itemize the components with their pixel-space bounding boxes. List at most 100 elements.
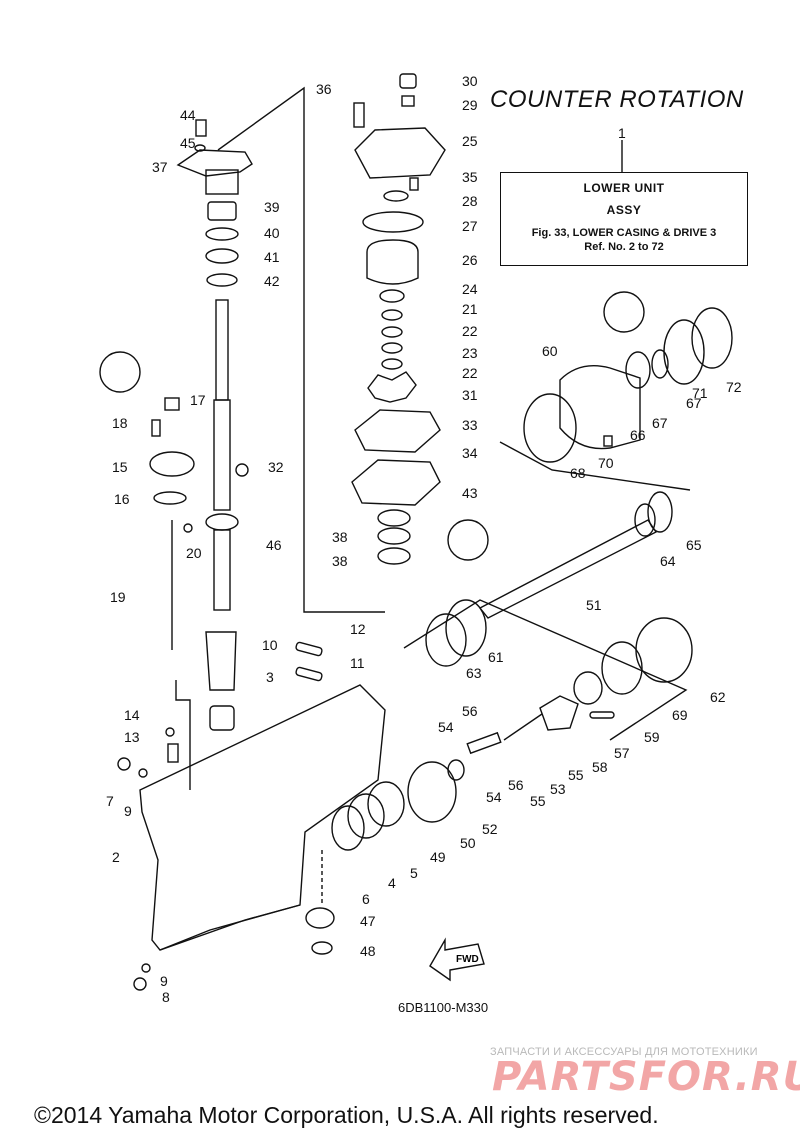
part-65-washer [647, 491, 673, 533]
callout-41: 41 [264, 249, 280, 265]
callout-47: 47 [360, 913, 376, 929]
callout-57: 57 [614, 745, 630, 761]
part-11-key [295, 666, 323, 682]
callout-43: 43 [462, 485, 478, 501]
shift-lube-circle [99, 351, 141, 393]
part-4-bearing [347, 793, 385, 839]
callout-30: 30 [462, 73, 478, 89]
drive-shaft-collar [205, 513, 239, 531]
callout-17: 17 [190, 392, 206, 408]
callout-67: 67 [652, 415, 668, 431]
drive-shaft-lower [213, 529, 231, 611]
propshaft-lube-circle [603, 291, 645, 333]
callout-56: 56 [508, 777, 524, 793]
part-63-shim [425, 613, 467, 667]
callout-67: 67 [686, 395, 702, 411]
callout-72: 72 [726, 379, 742, 395]
part-60-bearing-housing [559, 365, 641, 450]
part-50-shim [447, 759, 465, 781]
part-24-seal [379, 289, 405, 303]
callout-labels: 3029362535282726242122232231333443383844… [106, 73, 742, 1005]
part-37-housing [176, 149, 253, 177]
part-10-sleeve [205, 631, 237, 691]
callout-45: 45 [180, 135, 196, 151]
fwd-label: FWD [456, 954, 479, 965]
part-68-oring [523, 393, 577, 463]
callout-69: 69 [672, 707, 688, 723]
callout-62: 62 [710, 689, 726, 705]
part-43-seal [377, 509, 411, 527]
part-16-oring [153, 491, 187, 505]
info-box-line1: LOWER UNIT [583, 181, 665, 195]
callout-13: 13 [124, 729, 140, 745]
callout-55: 55 [530, 793, 546, 809]
callout-38: 38 [332, 529, 348, 545]
callout-34: 34 [462, 445, 478, 461]
callout-50: 50 [460, 835, 476, 851]
part-25-pump-housing [354, 127, 446, 179]
part-22-washer [381, 326, 403, 338]
part-67-washer [651, 349, 669, 379]
part-35-pin [409, 177, 419, 191]
part-47-pinion [305, 907, 335, 929]
rod-guide-line [175, 680, 191, 790]
watermark-text: ЗАПЧАСТИ И АКСЕССУАРЫ ДЛЯ МОТОТЕХНИКИ [490, 1046, 758, 1058]
callout-5: 5 [410, 865, 418, 881]
callout-9: 9 [124, 803, 132, 819]
part-8-screw [133, 977, 147, 991]
part-22-washer-b [381, 358, 403, 370]
fwd-arrow [429, 937, 485, 982]
parts-diagram: 3029362535282726242122232231333443383844… [99, 73, 742, 1005]
callout-18: 18 [112, 415, 128, 431]
info-box-ref: 1 [618, 125, 626, 141]
part-39-bearing [207, 201, 237, 221]
callout-25: 25 [462, 133, 478, 149]
callout-49: 49 [430, 849, 446, 865]
part-33-gasket [354, 409, 441, 453]
part-15-cover [149, 451, 195, 477]
callout-19: 19 [110, 589, 126, 605]
callout-35: 35 [462, 169, 478, 185]
callout-26: 26 [462, 252, 478, 268]
callout-42: 42 [264, 273, 280, 289]
callout-4: 4 [388, 875, 396, 891]
part-38-seal-b [377, 547, 411, 565]
part-69-shim [601, 641, 643, 695]
callout-40: 40 [264, 225, 280, 241]
callout-6: 6 [362, 891, 370, 907]
part-27-oring [362, 211, 424, 233]
callout-70: 70 [598, 455, 614, 471]
part-44-bolt [195, 119, 207, 137]
part-72-nut [691, 307, 733, 369]
callout-48: 48 [360, 943, 376, 959]
callout-21: 21 [462, 301, 478, 317]
callout-46: 46 [266, 537, 282, 553]
callout-28: 28 [462, 193, 478, 209]
part-52-plunger [466, 731, 502, 755]
drive-shaft-mid [213, 399, 231, 511]
part-38-seal-a [377, 527, 411, 545]
part-36-bolt [353, 102, 365, 128]
part-31-impeller [367, 371, 417, 403]
info-box-line4: Ref. No. 2 to 72 [584, 241, 664, 253]
callout-31: 31 [462, 387, 478, 403]
part-20-clip [183, 523, 193, 533]
part-34-plate [351, 459, 441, 506]
callout-63: 63 [466, 665, 482, 681]
callout-29: 29 [462, 97, 478, 113]
info-box-line2: ASSY [606, 203, 642, 217]
part-42-oring [206, 273, 238, 287]
part-40-shim [205, 227, 239, 241]
part-9-washer-top [138, 768, 148, 778]
callout-56: 56 [462, 703, 478, 719]
part-49-gear [407, 761, 457, 823]
part-5-shim [367, 781, 405, 827]
part-29-seal [401, 95, 415, 107]
assembly-line-bearing [499, 441, 691, 491]
part-37-body [205, 169, 239, 195]
seal-lube-circle [447, 519, 489, 561]
part-48-nut [311, 941, 333, 955]
part-58-shifter [539, 695, 579, 731]
callout-51: 51 [586, 597, 602, 613]
